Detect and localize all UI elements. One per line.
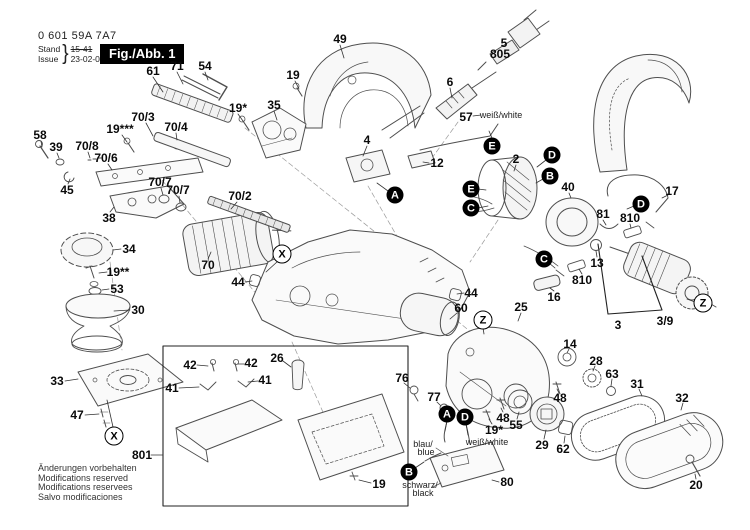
stand-issue-block: Stand Issue } 15-41 23-02-02 [38, 41, 117, 65]
bearing-flange-sketch [545, 197, 599, 247]
field-stator-sketch [477, 156, 538, 220]
issue-label: Issue [38, 54, 59, 64]
stand-label: Stand [38, 44, 61, 54]
top-handle-sketch [303, 42, 432, 129]
part-number: 0 601 59A 7A7 [38, 30, 117, 42]
rear-handle-sketch [593, 53, 692, 173]
group-box-801 [162, 345, 409, 507]
bracket-sketch [95, 157, 204, 219]
issue-value: 23-02-02 [70, 54, 105, 64]
wire-57-sketch [381, 105, 499, 151]
footer-line-fr: Modifications reservees [38, 482, 133, 492]
drum-sketch [399, 292, 460, 337]
cable-plate-sketch [424, 420, 505, 488]
power-cord-sketch [477, 9, 550, 71]
rod-sketch [151, 73, 291, 233]
armature-sketch [597, 241, 717, 315]
screw-20-sketch [685, 454, 701, 477]
belt-cover-sketch [615, 412, 724, 489]
leader-lines [40, 44, 697, 484]
footer-line-es: Salvo modificaciones [38, 491, 123, 502]
knob-sketch [60, 232, 131, 353]
footer-line-en: Modifications reserved [38, 472, 129, 483]
grommet-sketch [248, 274, 462, 302]
footer-notes: Änderungen vorbehalten Modifications res… [38, 463, 137, 502]
figure-badge: Fig./Abb. 1 [100, 44, 185, 64]
brace-glyph: } [62, 41, 69, 65]
front-knob-sketch [251, 107, 307, 159]
stand-value: 15-41 [70, 44, 93, 54]
title-block: 0 601 59A 7A7 Stand Issue } 15-41 23-02-… [38, 30, 117, 65]
cord-grommet-sketch [435, 71, 497, 120]
footer-line-de: Änderungen vorbehalten [38, 463, 137, 473]
angle-plate-sketch [77, 353, 184, 428]
motor-sketch [182, 210, 292, 276]
sole-plate-sketch [175, 358, 405, 481]
switch-sketch [345, 149, 436, 183]
